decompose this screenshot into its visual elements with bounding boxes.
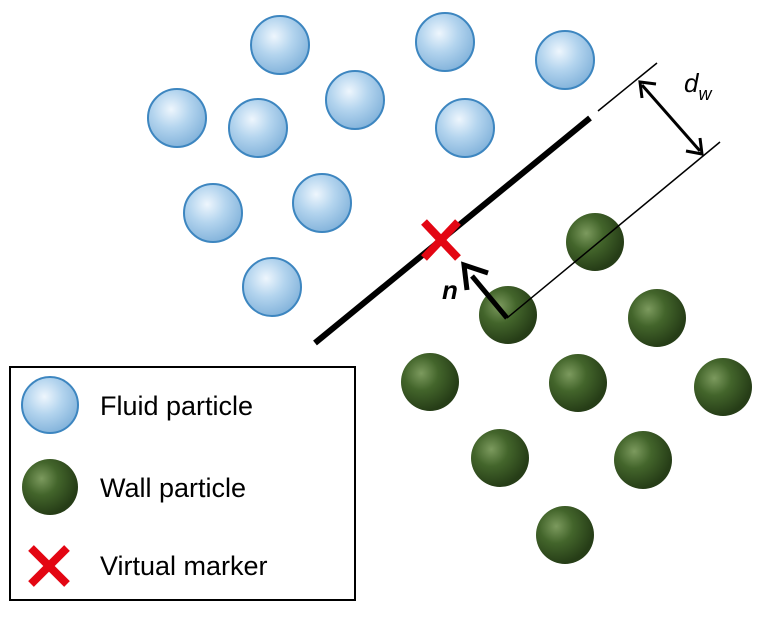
fluid-particles [147, 12, 595, 317]
wall-particle [401, 353, 459, 411]
wall-particle [471, 429, 529, 487]
fluid-particle [242, 257, 302, 317]
legend-label-fluid: Fluid particle [100, 391, 253, 421]
distance-label: dw [684, 68, 712, 104]
fluid-particle [415, 12, 475, 72]
fluid-particle [325, 70, 385, 130]
fluid-particle [535, 30, 595, 90]
wall-particle [536, 506, 594, 564]
wall-particle-icon [22, 459, 78, 515]
wall-particles [401, 213, 752, 564]
wall-particle [628, 289, 686, 347]
virtual-marker-icon [421, 219, 461, 261]
legend-label-wall: Wall particle [100, 473, 246, 503]
fluid-particle [147, 88, 207, 148]
offset-line [597, 62, 658, 112]
normal-arrow [461, 261, 509, 320]
fluid-particle-icon [21, 376, 79, 434]
distance-guide-line [506, 141, 721, 319]
virtual-marker-icon [28, 545, 70, 587]
distance-arrow [638, 80, 704, 156]
normal-label: n [442, 275, 458, 305]
wall-particle [694, 358, 752, 416]
fluid-particle [183, 183, 243, 243]
fluid-particle [435, 98, 495, 158]
fluid-particle [228, 98, 288, 158]
fluid-particle [292, 173, 352, 233]
legend-label-marker: Virtual marker [100, 551, 268, 581]
wall-particle [549, 354, 607, 412]
fluid-particle [250, 15, 310, 75]
wall-particle [614, 431, 672, 489]
